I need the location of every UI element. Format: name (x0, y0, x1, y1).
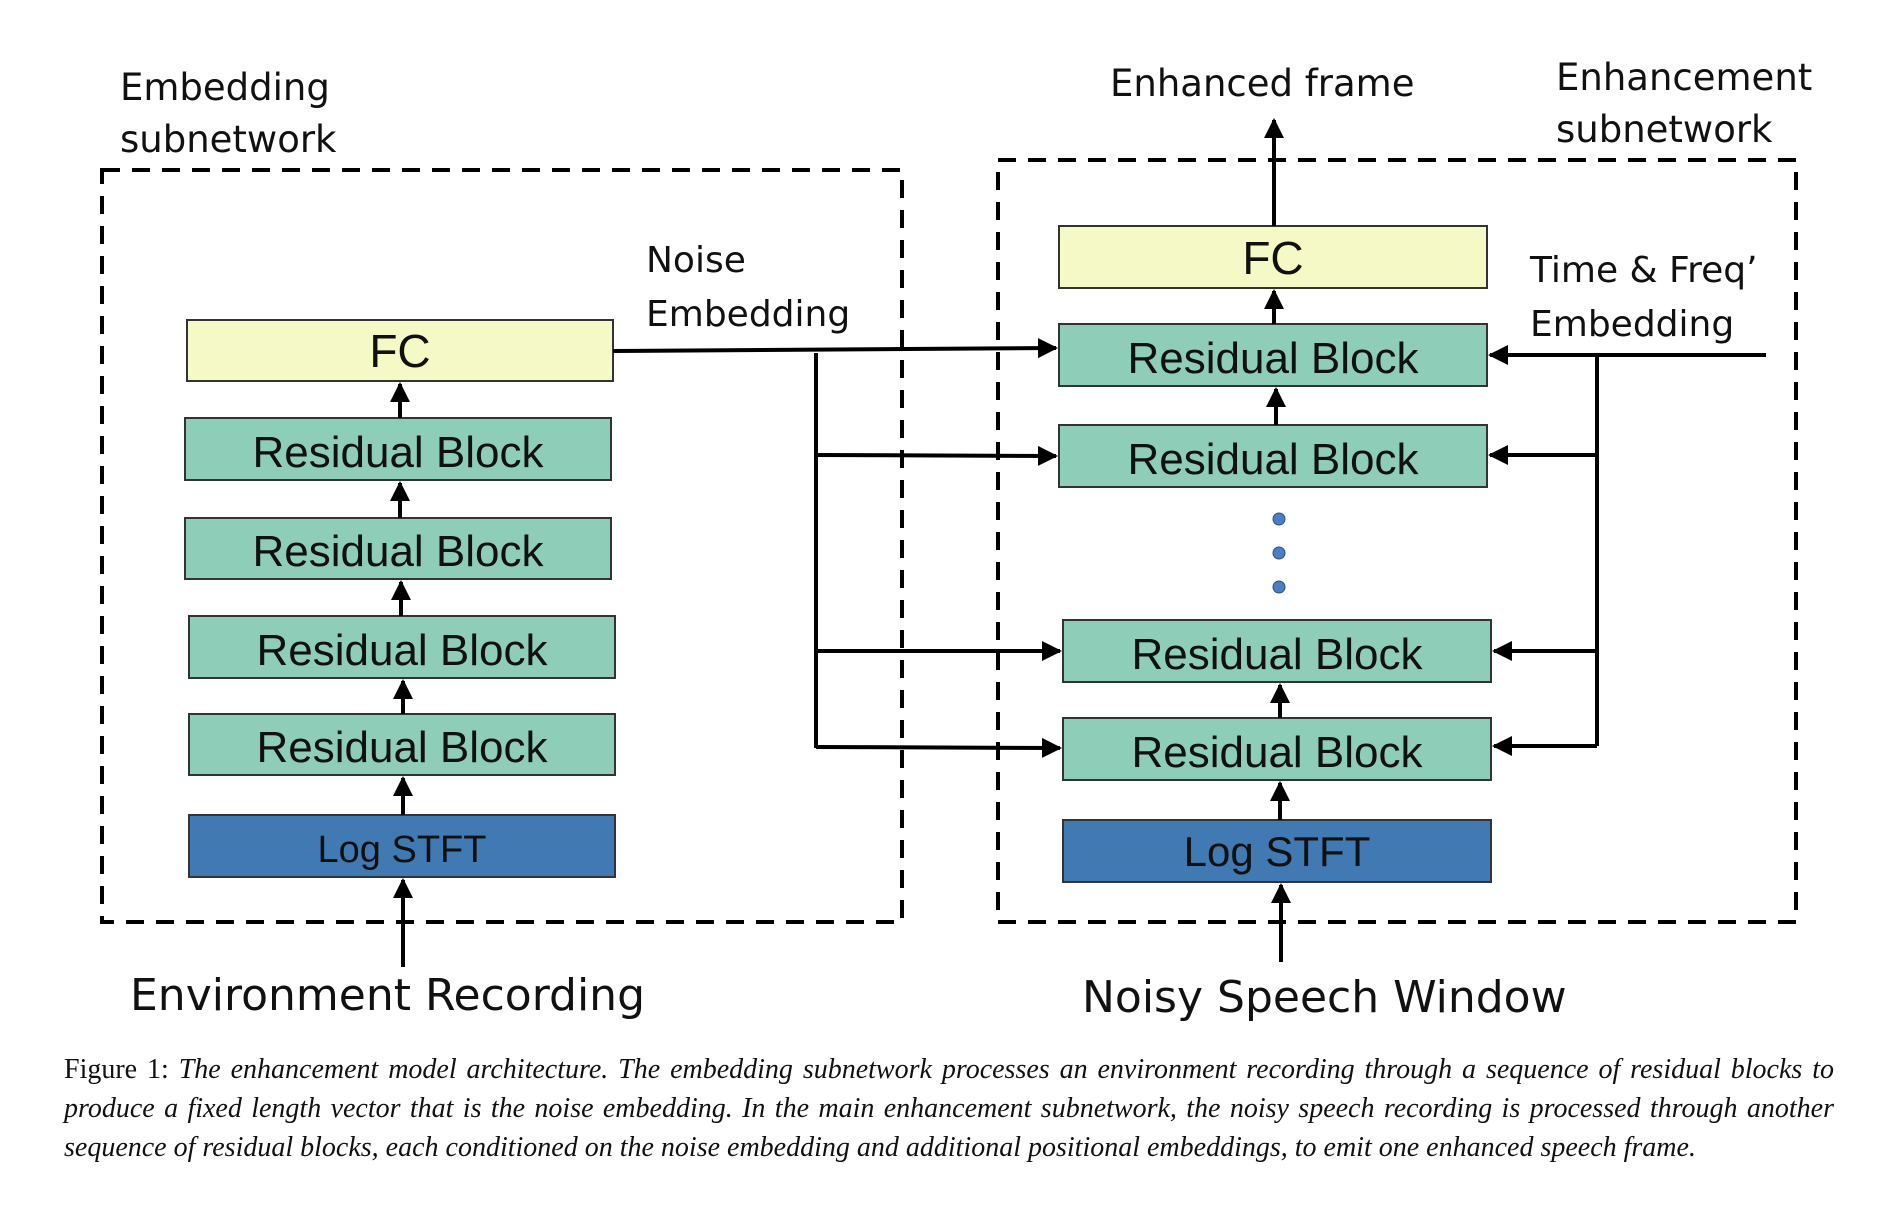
embedding-residual-label-2: Residual Block (252, 527, 544, 576)
embedding-fc-box (186, 319, 614, 382)
figure-caption: Figure 1: The enhancement model architec… (64, 1050, 1834, 1167)
enhancement-residual-label-4: Residual Block (1131, 728, 1423, 777)
enhancement-fc-block: FC (1058, 225, 1488, 289)
embedding-residual-box-1 (184, 417, 612, 481)
noise-embedding-to-rb2 (815, 445, 1058, 466)
embedding-flow-arrows (390, 382, 413, 967)
noise-embedding-label-line2: Embedding (646, 294, 850, 335)
enhancement-residual-label-3: Residual Block (1131, 630, 1423, 679)
embedding-fc-label: FC (369, 325, 430, 377)
embedding-log-stft-label: Log STFT (318, 829, 487, 871)
embedding-residual-label-3: Residual Block (256, 626, 548, 675)
embedding-residual-block-3: Residual Block (188, 615, 616, 679)
enhancement-residual-box-1 (1058, 323, 1488, 387)
time-freq-embedding-label-line1: Time & Freq’ (1529, 250, 1758, 291)
embedding-residual-label-4: Residual Block (256, 723, 548, 772)
caption-label: Figure 1: (64, 1054, 169, 1085)
enhancement-residual-block-3: Residual Block (1062, 619, 1492, 683)
ellipsis-dot-3 (1272, 580, 1286, 594)
embedding-residual-block-2: Residual Block (184, 517, 612, 580)
enhancement-residual-box-2 (1058, 424, 1488, 488)
embedding-log-stft-box (188, 814, 616, 878)
embedding-residual-label-1: Residual Block (252, 428, 544, 477)
enhancement-residual-block-4: Residual Block (1062, 717, 1492, 781)
ellipsis-dot-2 (1272, 546, 1286, 560)
enhancement-log-stft-block: Log STFT (1062, 819, 1492, 883)
environment-recording-label: Environment Recording (130, 970, 645, 1021)
noisy-speech-window-label: Noisy Speech Window (1082, 972, 1567, 1023)
enhancement-residual-box-4 (1062, 717, 1492, 781)
embedding-subnetwork-title-line2: subnetwork (120, 118, 337, 161)
ellipsis-dots (1272, 512, 1286, 594)
enhancement-residual-block-1: Residual Block (1058, 323, 1488, 387)
enhancement-log-stft-box (1062, 819, 1492, 883)
noise-embedding-to-rb4 (815, 737, 1062, 758)
caption-text: The enhancement model architecture. The … (64, 1054, 1834, 1163)
enhancement-residual-label-2: Residual Block (1127, 435, 1419, 484)
enhanced-frame-label: Enhanced frame (1110, 62, 1414, 105)
enhancement-subnetwork-title-line2: subnetwork (1556, 108, 1773, 151)
noise-embedding-label-line1: Noise (646, 240, 746, 281)
enhancement-subnetwork-title-line1: Enhancement (1556, 56, 1812, 99)
embedding-residual-block-1: Residual Block (184, 417, 612, 481)
enhancement-residual-label-1: Residual Block (1127, 334, 1419, 383)
embedding-residual-box-4 (188, 713, 616, 776)
embedding-residual-box-2 (184, 517, 612, 580)
enhancement-residual-block-2: Residual Block (1058, 424, 1488, 488)
architecture-diagram: Embedding subnetwork Enhancement subnetw… (100, 56, 1812, 1023)
time-freq-embedding-connectors (1488, 345, 1766, 756)
ellipsis-dot-1 (1272, 512, 1286, 526)
embedding-log-stft-block: Log STFT (188, 814, 616, 878)
enhancement-fc-box (1058, 225, 1488, 289)
embedding-subnetwork-frame (100, 168, 904, 924)
noise-embedding-connectors (612, 338, 1062, 758)
enhancement-flow-arrows (1264, 118, 1291, 962)
enhancement-subnetwork-frame (996, 158, 1798, 924)
embedding-subnetwork-title-line1: Embedding (120, 66, 330, 109)
time-freq-embedding-label-line2: Embedding (1530, 304, 1734, 345)
embedding-fc-block: FC (186, 319, 614, 382)
enhancement-log-stft-label: Log STFT (1184, 828, 1371, 875)
embedding-residual-box-3 (188, 615, 616, 679)
embedding-residual-block-4: Residual Block (188, 713, 616, 776)
noise-embedding-main-line (612, 338, 1058, 359)
enhancement-fc-label: FC (1242, 232, 1303, 284)
enhancement-residual-box-3 (1062, 619, 1492, 683)
